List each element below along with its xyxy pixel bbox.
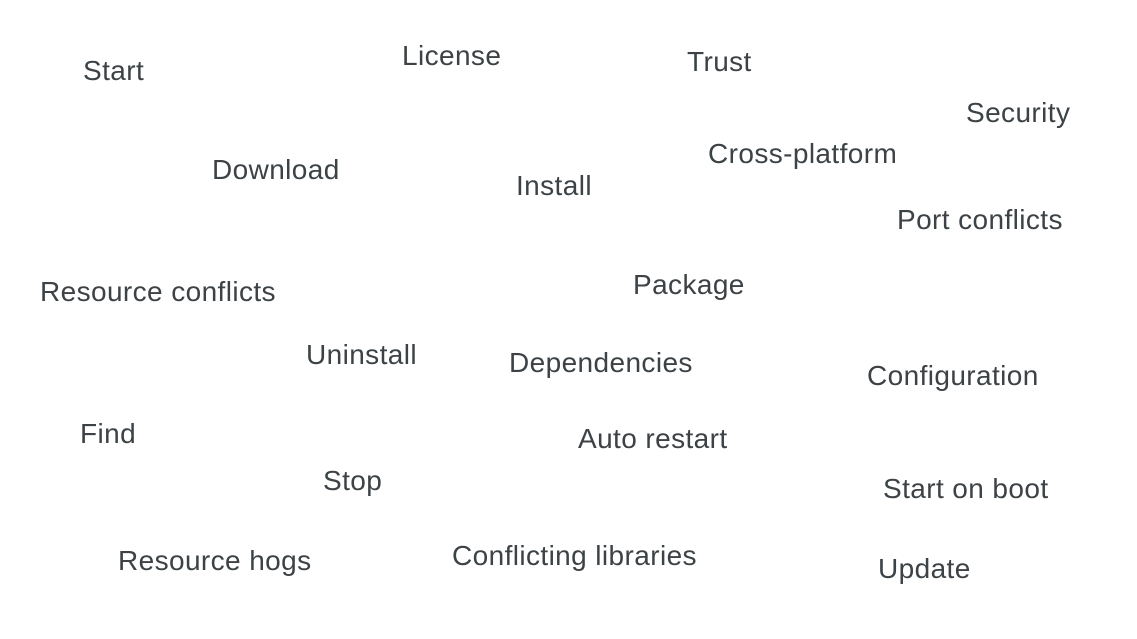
word-security: Security [966,97,1071,128]
word-dependencies: Dependencies [509,347,693,378]
word-configuration: Configuration [867,360,1039,391]
word-auto-restart: Auto restart [578,423,728,454]
word-install: Install [516,170,592,201]
word-start-on-boot: Start on boot [883,473,1049,504]
word-download: Download [212,154,340,185]
word-conflicting-libraries: Conflicting libraries [452,540,697,571]
word-start: Start [83,55,145,86]
word-resource-conflicts: Resource conflicts [40,276,276,307]
word-find: Find [80,418,137,449]
word-resource-hogs: Resource hogs [118,545,312,576]
word-port-conflicts: Port conflicts [897,204,1063,235]
word-cross-platform: Cross-platform [708,138,898,169]
word-stop: Stop [323,465,383,496]
word-trust: Trust [687,46,752,77]
word-uninstall: Uninstall [306,339,417,370]
word-package: Package [633,269,745,300]
word-update: Update [878,553,971,584]
word-license: License [402,40,502,71]
